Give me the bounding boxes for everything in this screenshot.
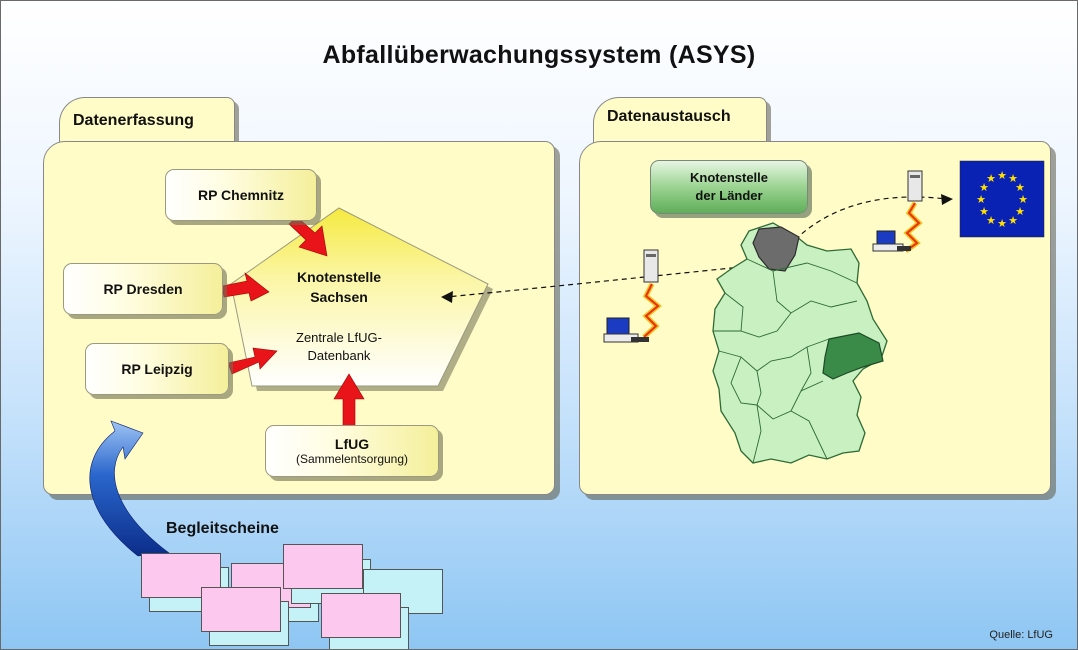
- svg-text:★: ★: [1015, 181, 1025, 194]
- hub-subtitle-line1: Zentrale LfUG-: [296, 330, 382, 345]
- germany-state-borders: [713, 258, 858, 464]
- rp-dresden-box: RP Dresden: [63, 263, 223, 315]
- svg-text:★: ★: [986, 214, 996, 227]
- svg-text:★: ★: [976, 193, 986, 206]
- hub-title: Knotenstelle Sachsen: [259, 267, 419, 307]
- computer-station-left: [603, 249, 662, 343]
- arrow-leipzig-to-hub: [227, 347, 278, 375]
- folder-label-datenerfassung: Datenerfassung: [73, 112, 194, 129]
- saxony-region: [822, 332, 884, 380]
- lfug-title: LfUG: [334, 436, 370, 452]
- svg-text:★: ★: [979, 181, 989, 194]
- hub-title-line1: Knotenstelle: [296, 269, 381, 285]
- svg-text:★: ★: [997, 169, 1007, 182]
- knotenstelle-laender-line2: der Länder: [695, 188, 763, 203]
- knotenstelle-laender-box: Knotenstelle der Länder: [650, 160, 808, 214]
- curved-arrow-begleitscheine: [89, 420, 170, 557]
- rp-leipzig-box: RP Leipzig: [85, 343, 229, 395]
- svg-text:★: ★: [1015, 205, 1025, 218]
- arrow-chemnitz-to-hub: [288, 216, 328, 257]
- schleswig-holstein-region: [752, 226, 800, 272]
- lfug-subtitle: (Sammelentsorgung): [295, 452, 409, 466]
- hub-subtitle-line2: Datenbank: [307, 348, 371, 363]
- knotenstelle-laender-line1: Knotenstelle: [689, 170, 768, 185]
- eu-flag: ★ ★ ★ ★ ★ ★ ★ ★ ★ ★ ★ ★: [959, 160, 1045, 238]
- dashed-link-eu-arrowhead: [941, 194, 953, 205]
- arrow-dresden-to-hub: [221, 272, 270, 302]
- rp-chemnitz-box: RP Chemnitz: [165, 169, 317, 221]
- computer-station-right: [872, 170, 923, 254]
- source-caption: Quelle: LfUG: [989, 629, 1053, 641]
- dashed-link-arrowhead: [441, 291, 453, 303]
- dashed-link-germany-to-hub: [445, 264, 762, 298]
- folder-label-datenaustausch: Datenaustausch: [607, 108, 731, 125]
- svg-text:★: ★: [997, 217, 1007, 230]
- begleitscheine-label: Begleitscheine: [166, 520, 279, 537]
- svg-text:★: ★: [986, 172, 996, 185]
- germany-map: [712, 222, 888, 464]
- svg-text:★: ★: [979, 205, 989, 218]
- svg-text:★: ★: [1008, 172, 1018, 185]
- hub-subtitle: Zentrale LfUG- Datenbank: [259, 329, 419, 365]
- lfug-box: LfUG (Sammelentsorgung): [265, 425, 439, 477]
- hub-title-line2: Sachsen: [310, 289, 368, 305]
- svg-text:★: ★: [1008, 214, 1018, 227]
- svg-text:★: ★: [1018, 193, 1028, 206]
- diagram-title: Abfallüberwachungssystem (ASYS): [322, 41, 756, 69]
